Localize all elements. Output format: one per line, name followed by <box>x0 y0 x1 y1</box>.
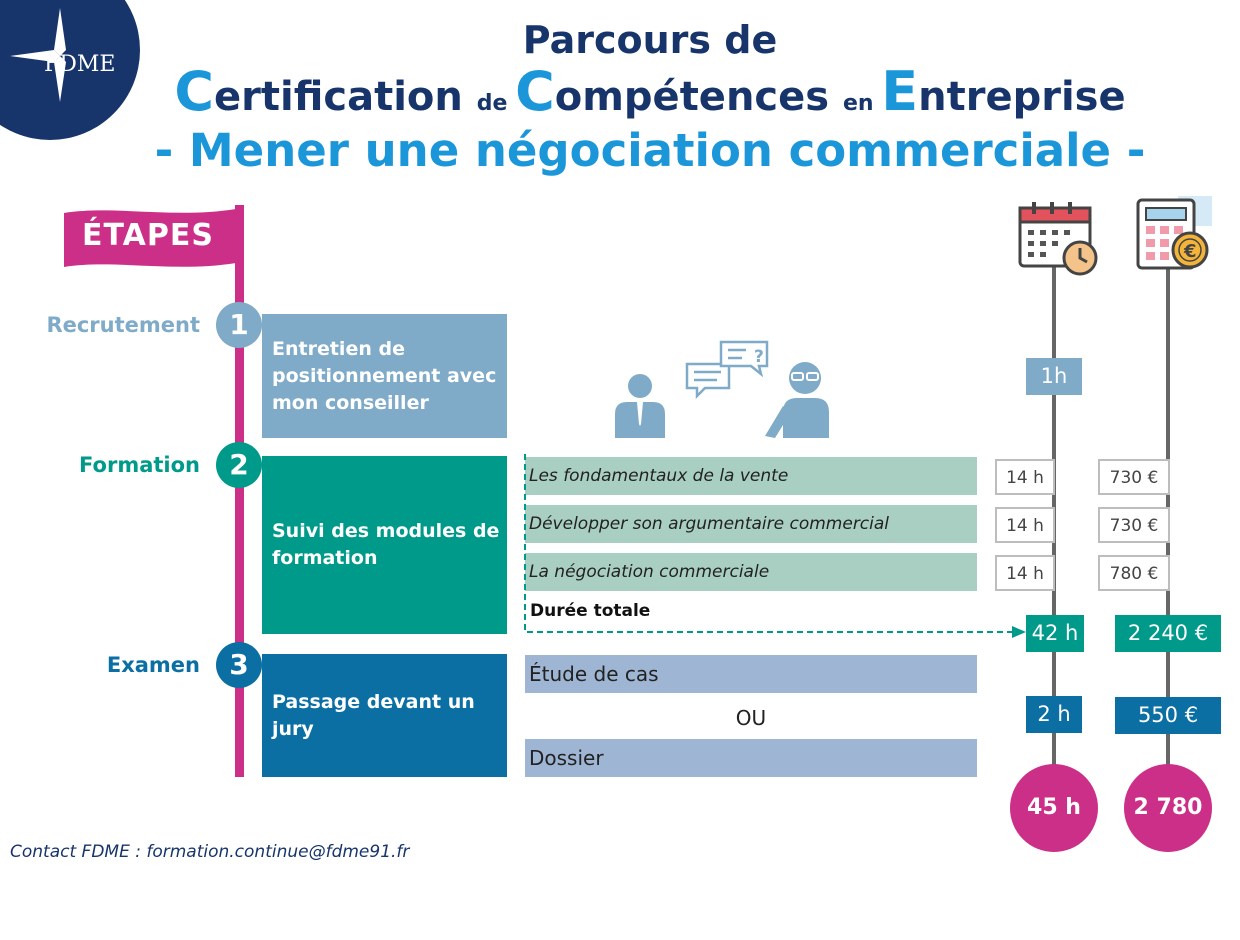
stage-card-formation: Suivi des modules de formation <box>262 456 507 634</box>
interview-illustration: ? <box>615 340 829 438</box>
exam-option-etude: Étude de cas <box>525 655 977 693</box>
formation-total-hours: 42 h <box>1026 615 1084 652</box>
title-segment: C <box>515 60 555 123</box>
compass-star-icon <box>10 8 66 102</box>
module-2-price: 730 € <box>1098 507 1170 543</box>
title-segment: E <box>881 60 919 123</box>
glasses-icon <box>791 372 819 381</box>
flag-pole <box>235 205 244 777</box>
contact-line: Contact FDME : formation.continue@fdme91… <box>10 842 410 862</box>
duree-totale-label: Durée totale <box>530 601 651 621</box>
speech-bubble-icon <box>685 362 731 400</box>
stage-number-3: 3 <box>216 642 262 688</box>
title-segment: ompétences <box>554 74 843 120</box>
etapes-label: ÉTAPES <box>82 218 214 253</box>
module-1-price: 730 € <box>1098 459 1170 495</box>
formation-total-price: 2 240 € <box>1115 615 1221 652</box>
module-3-price: 780 € <box>1098 555 1170 591</box>
etapes-flag <box>64 209 236 267</box>
title-segment: C <box>174 60 215 123</box>
title-line-1: Parcours de <box>522 18 778 62</box>
title-segment: ertification <box>214 74 477 120</box>
recrutement-hours: 1h <box>1026 358 1082 395</box>
stage-label-recrutement: Recrutement <box>46 313 200 337</box>
module-row-1: Les fondamentaux de la vente <box>525 457 977 495</box>
svg-text:?: ? <box>754 347 764 367</box>
stage-number-1: 1 <box>216 302 262 348</box>
title-line-3: - Mener une négociation commerciale - <box>154 124 1146 177</box>
svg-text:€: € <box>1183 241 1197 262</box>
logo-text: FDME <box>44 52 116 77</box>
person-glasses-icon <box>765 362 829 438</box>
calculator-euro-icon: € <box>1136 196 1212 270</box>
fdme-logo: FDME <box>0 0 140 140</box>
stage-label-examen: Examen <box>106 653 200 677</box>
exam-hours: 2 h <box>1026 696 1082 733</box>
title-line-2: Certification de Compétences en Entrepri… <box>0 60 1240 123</box>
stage-label-formation: Formation <box>79 453 200 477</box>
module-1-hours: 14 h <box>995 459 1055 495</box>
exam-price: 550 € <box>1115 697 1221 734</box>
grand-total-price: 2 780 € <box>1124 764 1212 908</box>
module-row-3: La négociation commerciale <box>525 553 977 591</box>
module-row-2: Développer son argumentaire commercial <box>525 505 977 543</box>
stage-card-examen: Passage devant un jury <box>262 654 507 777</box>
module-3-hours: 14 h <box>995 555 1055 591</box>
person-suit-icon <box>615 374 665 438</box>
calendar-clock-icon <box>1018 202 1098 276</box>
grand-total-hours: 45 h <box>1010 764 1098 852</box>
title-segment: de <box>476 91 516 116</box>
exam-option-dossier: Dossier <box>525 739 977 777</box>
dashed-arrow <box>524 454 1026 638</box>
title-segment: ntreprise <box>918 74 1126 120</box>
stage-card-recrutement: Entretien de positionnement avec mon con… <box>262 314 507 438</box>
exam-or-label: OU <box>735 706 767 730</box>
title-segment: en <box>843 91 882 116</box>
stage-number-2: 2 <box>216 442 262 488</box>
module-2-hours: 14 h <box>995 507 1055 543</box>
question-bubble-icon <box>719 340 769 378</box>
